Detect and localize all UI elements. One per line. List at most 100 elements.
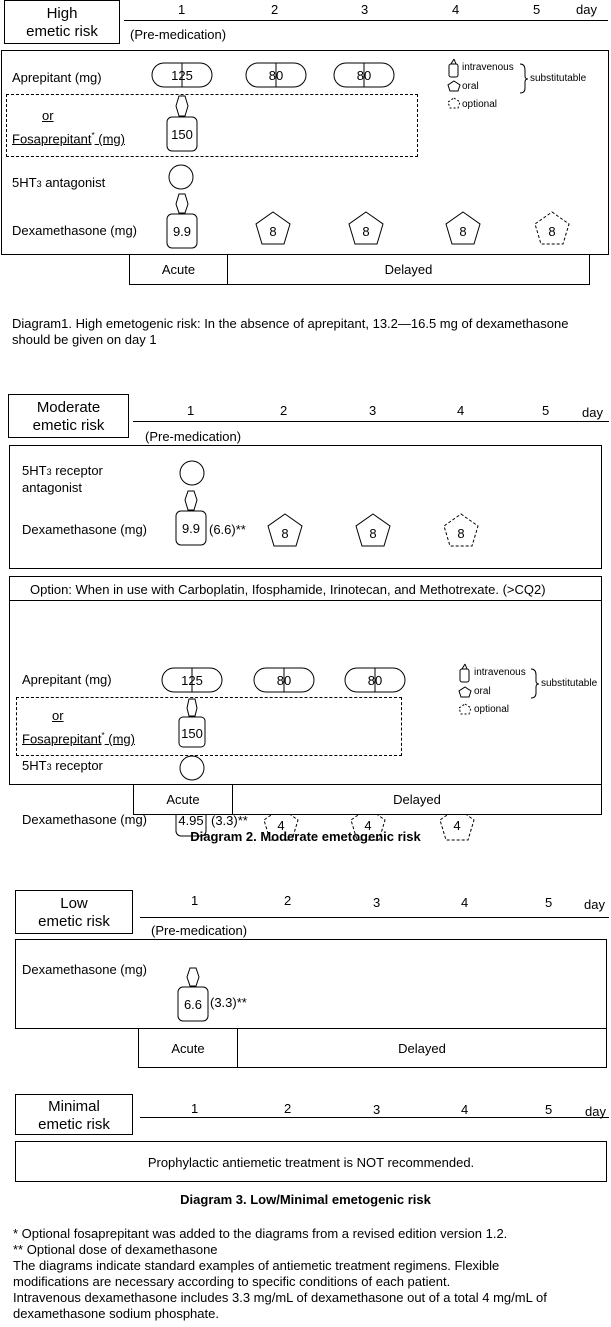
optional-pentagon-icon [534,211,570,245]
high-aprepitant-label: Aprepitant (mg) [12,70,102,85]
iv-bag-icon [177,986,209,1022]
circle-icon [179,460,205,486]
moderate-dexa-oral-2: 8 [281,526,289,541]
low-premed: (Pre-medication) [151,923,248,938]
iv-bag-icon [184,490,198,511]
high-risk-title-line2: emetic risk [26,23,98,40]
moderate-regimen-box [9,445,602,569]
moderate-day-label: day [582,405,603,420]
moderate-option-dexa-alt-dose: (3.3)** [211,813,248,828]
moderate-option-5ht3-rest: receptor [51,758,103,773]
high-caption: Diagram1. High emetogenic risk: In the a… [12,316,569,347]
low-day-2: 2 [284,893,292,908]
high-fosaprepitant-name: Fosaprepitant [12,131,92,147]
low-day-5: 5 [545,895,553,910]
moderate-dexa-iv-dose: 9.9 [181,521,201,536]
moderate-risk-title-box: Moderate emetic risk [8,394,129,438]
pentagon-icon [255,211,291,245]
minimal-day-2: 2 [284,1101,292,1116]
moderate-legend-iv: intravenous [474,667,526,678]
iv-bag-icon [186,698,198,717]
iv-bag-icon [166,116,198,152]
footnote-1: * Optional fosaprepitant was added to th… [13,1226,508,1241]
moderate-option-header: Option: When in use with Carboplatin, If… [30,582,546,597]
low-risk-title-line1: Low [60,895,88,912]
low-day-axis [140,917,609,918]
high-apr-dose-1: 125 [171,68,193,83]
high-fosaprepitant-unit: (mg) [94,131,125,147]
high-day-3: 3 [361,2,369,17]
moderate-risk-title-line2: emetic risk [32,417,105,434]
high-day-2: 2 [271,2,279,17]
iv-bag-icon [175,193,189,214]
high-5ht3-name: 5HT [12,175,37,190]
iv-bag-icon [175,510,207,546]
low-dexa-alt-dose: (3.3)** [210,995,247,1010]
low-delayed-label: Delayed [398,1041,446,1056]
low-delayed-cell: Delayed [237,1028,607,1068]
moderate-option-dexa-optional-3: 4 [364,818,372,833]
moderate-day-axis [133,421,609,422]
moderate-option-5ht3-sub: 3 [46,762,52,772]
moderate-day-3: 3 [369,403,377,418]
pentagon-icon [445,211,481,245]
legend-optional-icon [447,97,461,109]
moderate-dexa-optional-4: 8 [457,526,465,541]
high-legend-iv: intravenous [462,62,514,73]
moderate-apr-dose-2: 80 [276,673,292,688]
iv-bag-icon [186,967,200,987]
high-apr-dose-2: 80 [268,68,284,83]
low-dexa-label: Dexamethasone (mg) [22,962,147,977]
moderate-delayed-label: Delayed [393,792,441,807]
moderate-option-5ht3-label: 5HT3 receptor [22,758,103,775]
high-day-label: day [576,2,597,17]
high-dexa-label: Dexamethasone (mg) [12,223,137,238]
pentagon-icon [348,211,384,245]
footnote-3: The diagrams indicate standard examples … [13,1258,500,1289]
moderate-aprepitant-label: Aprepitant (mg) [22,672,112,687]
low-risk-title-line2: emetic risk [38,913,110,930]
moderate-dexa-alt-dose: (6.6)** [209,522,246,537]
low-risk-title-box: Low emetic risk [15,890,133,934]
iv-bag-icon [178,716,206,748]
moderate-option-dexa-iv-dose: 4.95 [178,813,204,828]
optional-pentagon-icon [350,807,386,841]
high-fosaprepitant-label: Fosaprepitant* (mg) [12,128,125,146]
moderate-fosaprepitant-box [16,697,402,756]
minimal-risk-title-line1: Minimal [48,1098,100,1115]
legend-oral-icon [447,80,461,92]
moderate-5ht3-name: 5HT [22,463,47,478]
optional-pentagon-icon [439,807,475,841]
high-dexa-oral-4: 8 [459,224,467,239]
high-legend-optional: optional [462,99,498,110]
moderate-legend-oral: oral [474,686,491,697]
moderate-legend-optional: optional [474,704,510,715]
low-dexa-iv-dose: 6.6 [183,997,203,1012]
high-dexa-iv-dose: 9.9 [172,224,192,239]
high-acute-box: Acute [129,254,228,285]
moderate-5ht3-rest: receptor [51,463,103,478]
moderate-caption: Diagram 2. Moderate emetogenic risk [190,829,421,844]
high-day-5: 5 [533,2,541,17]
moderate-5ht3-sub: 3 [46,467,52,477]
moderate-acute-label: Acute [166,792,200,807]
high-day-4: 4 [452,2,460,17]
moderate-fos-dose: 150 [181,726,203,741]
minimal-risk-title-box: Minimal emetic risk [15,1094,133,1135]
minimal-day-4: 4 [461,1102,469,1117]
high-apr-dose-3: 80 [356,68,372,83]
high-fosaprepitant-box [6,94,418,157]
low-acute-label: Acute [171,1041,205,1056]
legend-brace [530,668,540,699]
minimal-statement-box: Prophylactic antiemetic treatment is NOT… [15,1141,607,1182]
moderate-or-label: or [52,708,64,723]
high-day-1: 1 [178,2,186,17]
moderate-apr-dose-3: 80 [367,673,383,688]
high-5ht3-sub: 3 [36,179,42,189]
moderate-day-1: 1 [187,403,195,418]
minimal-caption: Diagram 3. Low/Minimal emetogenic risk [180,1192,431,1207]
moderate-premed: (Pre-medication) [145,429,242,444]
low-acute-cell: Acute [138,1028,238,1068]
moderate-day-2: 2 [280,403,288,418]
